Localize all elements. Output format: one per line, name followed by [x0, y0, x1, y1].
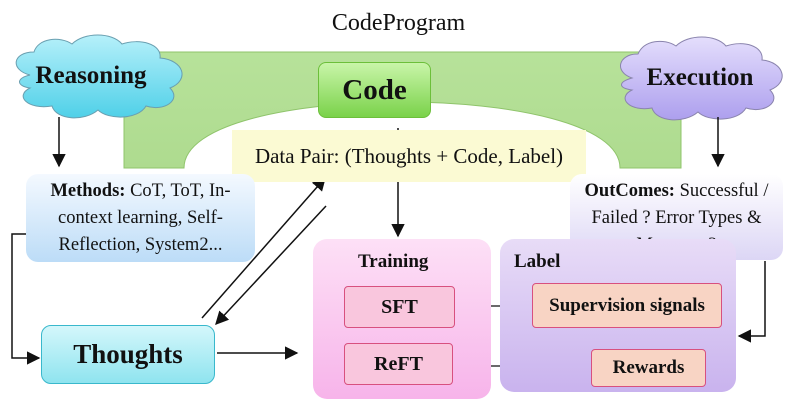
diagram-title: CodeProgram — [331, 10, 466, 36]
outcomes-label: OutComes: — [584, 181, 675, 201]
thoughts-box: Thoughts — [41, 325, 215, 384]
code-arch — [123, 51, 682, 169]
data-pair-box: Data Pair: (Thoughts + Code, Label) — [232, 130, 586, 182]
arrow-outcomes-to-label — [737, 261, 766, 343]
arrow-datapair-to-thoughts — [215, 205, 327, 325]
label-panel: Label Supervision signals Rewards — [500, 239, 736, 392]
methods-line3: Reflection, System2... — [58, 235, 223, 255]
label-title: Label — [514, 251, 561, 272]
reasoning-cloud — [15, 34, 183, 119]
arrow-thoughts-to-datapair — [201, 176, 326, 319]
supervision-signals-box: Supervision signals — [532, 283, 722, 328]
execution-label: Execution — [646, 64, 754, 91]
execution-cloud — [620, 36, 783, 121]
outcomes-line2: Failed ? Error Types & — [591, 208, 762, 228]
reft-box: ReFT — [344, 343, 453, 385]
training-title: Training — [358, 251, 429, 272]
methods-label: Methods: — [50, 181, 126, 201]
rewards-box: Rewards — [591, 349, 706, 387]
training-panel: Training SFT ReFT — [313, 239, 491, 399]
code-box: Code — [318, 62, 431, 118]
sft-box: SFT — [344, 286, 455, 328]
methods-line1: CoT, ToT, In- — [125, 181, 231, 201]
methods-box: Methods: CoT, ToT, In- context learning,… — [26, 174, 255, 262]
methods-line2: context learning, Self- — [58, 208, 223, 228]
outcomes-line1: Successful / — [674, 181, 769, 201]
arrow-methods-to-thoughts — [11, 233, 41, 365]
reasoning-label: Reasoning — [35, 62, 147, 89]
